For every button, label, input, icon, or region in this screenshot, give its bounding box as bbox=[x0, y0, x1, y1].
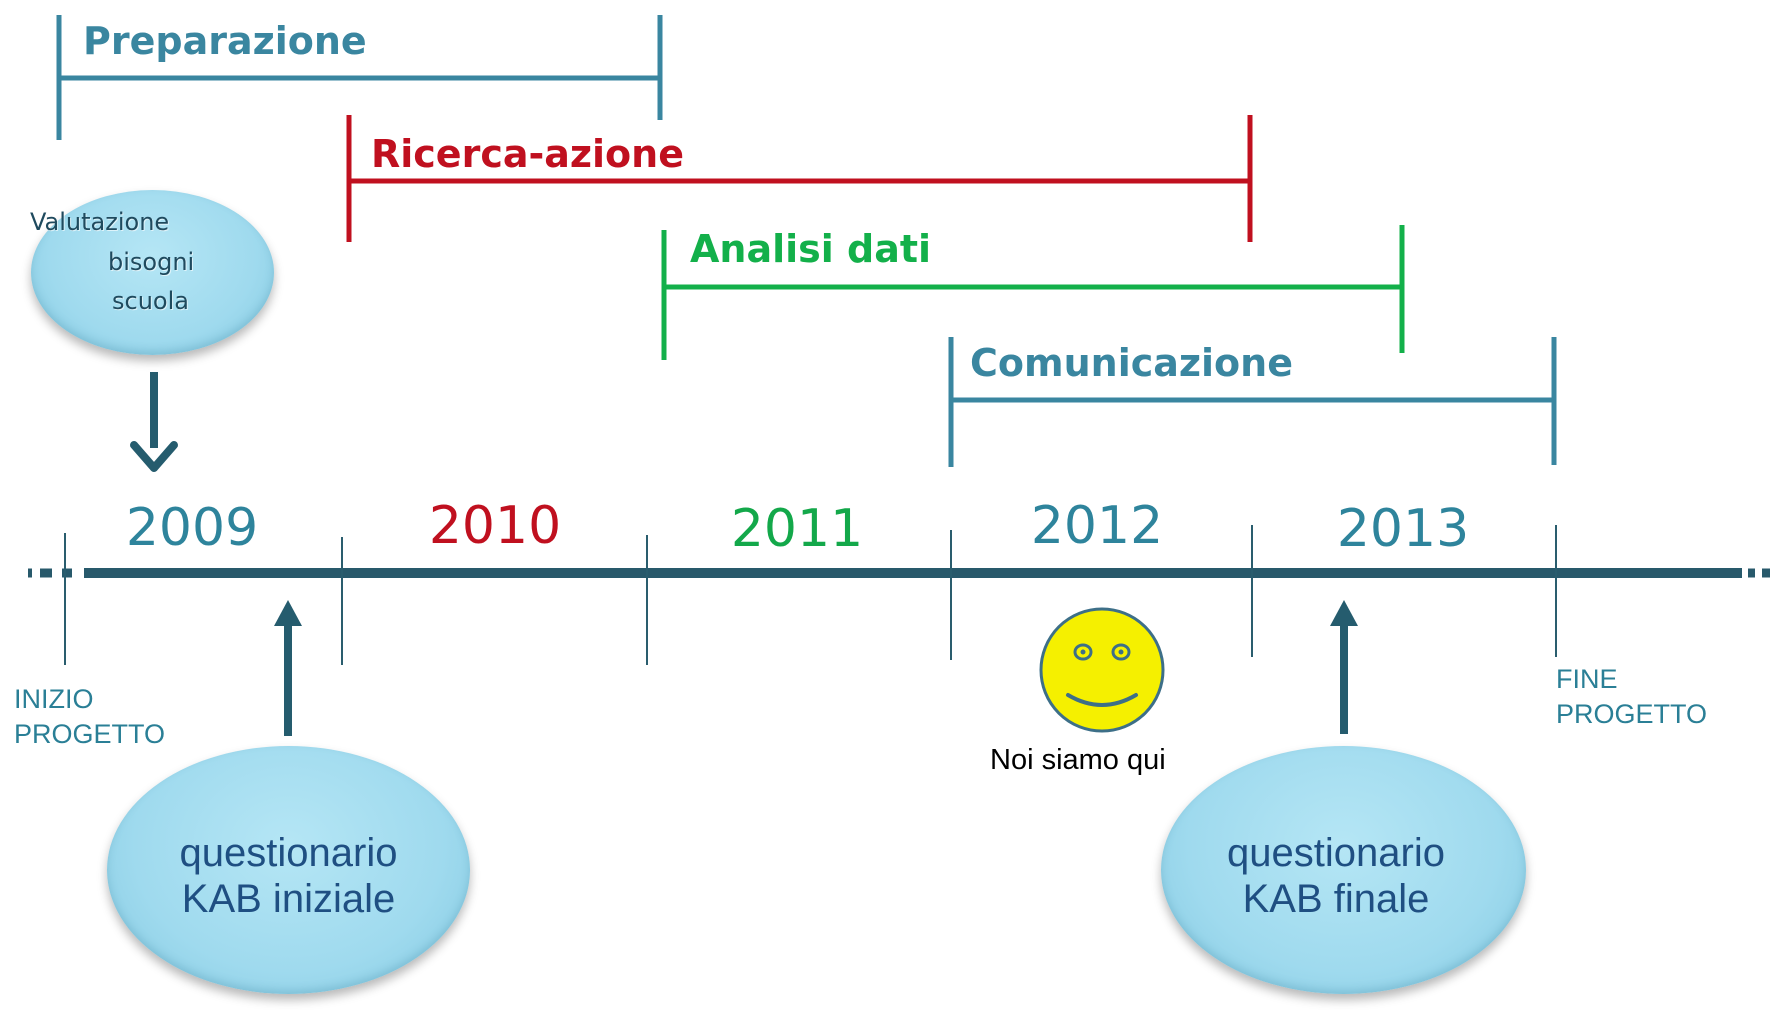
phase-label-preparazione: Preparazione bbox=[83, 19, 367, 63]
initial-questionnaire-bubble bbox=[107, 746, 470, 994]
needs-bubble-line-3: scuola bbox=[112, 287, 189, 315]
current-position-label: Noi siamo qui bbox=[990, 744, 1166, 776]
analisi-dati-bracket bbox=[661, 225, 1405, 360]
start-marker-line-1: INIZIO bbox=[14, 684, 94, 714]
final-questionnaire-bubble bbox=[1161, 746, 1526, 994]
year-ticks bbox=[64, 525, 1557, 665]
down-arrow bbox=[130, 372, 178, 472]
needs-bubble bbox=[31, 190, 274, 355]
year-label-2010: 2010 bbox=[428, 496, 562, 556]
phase-label-ricerca-azione: Ricerca-azione bbox=[371, 132, 684, 176]
year-label-2009: 2009 bbox=[125, 498, 259, 558]
start-marker: INIZIO PROGETTO bbox=[14, 682, 165, 752]
phase-label-comunicazione: Comunicazione bbox=[970, 341, 1293, 385]
year-label-2011: 2011 bbox=[730, 499, 864, 559]
needs-bubble-line-1: Valutazione bbox=[30, 208, 170, 236]
phase-label-analisi-dati: Analisi dati bbox=[690, 227, 932, 271]
preparazione-bracket bbox=[56, 15, 663, 140]
final-questionnaire-line-2: KAB finale bbox=[1242, 877, 1430, 921]
end-marker: FINE PROGETTO bbox=[1556, 662, 1707, 732]
initial-questionnaire-line-2: KAB iniziale bbox=[181, 877, 396, 921]
up-arrow-final bbox=[1330, 600, 1358, 734]
up-arrow-initial bbox=[274, 600, 302, 736]
year-label-2013: 2013 bbox=[1336, 499, 1470, 559]
initial-questionnaire-line-1: questionario bbox=[179, 831, 398, 875]
ricerca-azione-bracket bbox=[346, 115, 1253, 242]
year-label-2012: 2012 bbox=[1030, 496, 1164, 556]
smiley-icon bbox=[1039, 607, 1165, 733]
end-marker-line-1: FINE bbox=[1556, 664, 1618, 694]
initial-questionnaire-text: questionario KAB iniziale bbox=[107, 830, 470, 922]
comunicazione-bracket bbox=[948, 337, 1557, 467]
needs-bubble-line-2: bisogni bbox=[108, 248, 195, 276]
end-marker-line-2: PROGETTO bbox=[1556, 699, 1708, 729]
final-questionnaire-text: questionario KAB finale bbox=[1161, 830, 1511, 922]
start-marker-line-2: PROGETTO bbox=[14, 719, 166, 749]
final-questionnaire-line-1: questionario bbox=[1227, 831, 1445, 875]
